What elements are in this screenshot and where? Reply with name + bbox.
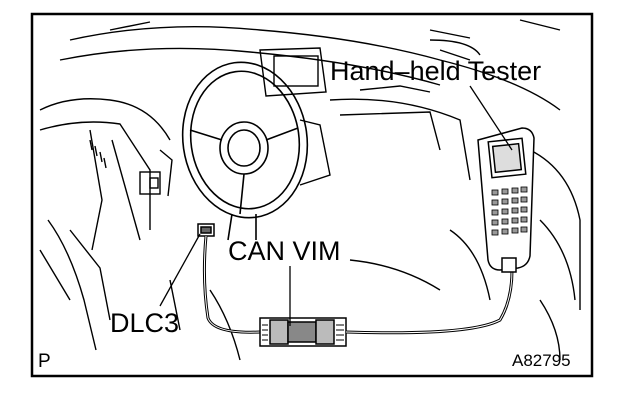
leader-lines (159, 85, 513, 326)
tester-cable (345, 269, 514, 335)
dlc3-label: DLC3 (110, 308, 180, 338)
steering-wheel (181, 61, 309, 241)
dlc3-connector (197, 223, 215, 237)
dashboard-linework (39, 19, 581, 361)
can-vim-label: CAN VIM (228, 236, 341, 266)
corner-mark-label: P (38, 351, 51, 372)
figure-code-label: A82795 (512, 351, 571, 370)
hand-held-tester-label: Hand–held Tester (330, 56, 542, 86)
diagram-border (30, 12, 594, 378)
can-vim-module (259, 317, 347, 347)
hand-held-tester (477, 127, 535, 273)
